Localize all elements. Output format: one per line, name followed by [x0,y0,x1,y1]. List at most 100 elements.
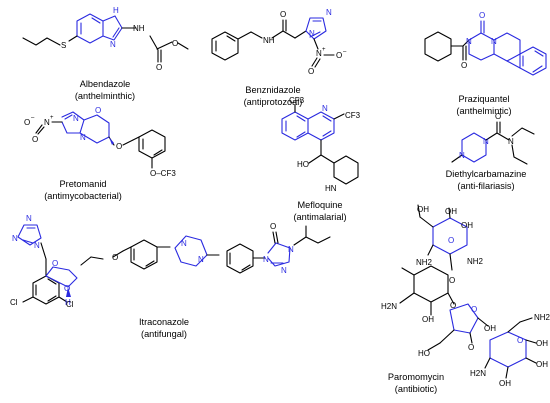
paromomycin-oh-7: OH [536,360,548,369]
praziquantel-carbonyl-o-atom: O [461,61,467,70]
pretomanid-nitro-plus: + [50,115,54,121]
pretomanid-nitro-o2-atom: O [32,135,38,144]
diethylcarbamazine-amide-n: N [508,137,514,146]
benznidazole-nitro-plus: + [322,47,326,53]
caption-mefloquine-name: Mefloquine [298,200,343,210]
benznidazole-nitro-o2-atom: O [308,67,314,76]
mefloquine-cf3-top: CF3 [289,96,305,105]
pretomanid-nitro-minus: – [31,115,35,121]
albendazole-carbonyl-o-atom: O [156,63,162,72]
caption-benznidazole-activity: (antiprotozoal) [244,97,303,107]
caption-diethylcarbamazine-name: Diethylcarbamazine [446,169,527,179]
pretomanid-stereo-wedge [109,137,114,145]
itraconazole-h-atom: H [65,298,71,307]
mefloquine-structure [281,104,359,185]
caption-paromomycin-name: Paromomycin [388,372,444,382]
benznidazole-nitro-minus: – [343,49,347,55]
diethylcarbamazine-structure [451,121,535,165]
caption-albendazole-activity: (anthelminthic) [75,91,135,101]
mefloquine-ho-group: HO [297,160,309,169]
praziquantel-n2-atom: N [491,37,497,46]
pretomanid-nitro-o-atom: O [24,118,30,127]
diethylcarbamazine-o-atom: O [495,112,501,121]
mefloquine-quinoline-n-atom: N [322,104,328,113]
caption-itraconazole-activity: (antifungal) [141,329,187,339]
paromomycin-oh-3: OH [461,221,473,230]
paromomycin-h2n-1: H2N [381,302,397,311]
paromomycin-nh2-1: NH2 [416,258,433,267]
benznidazole-o-atom: O [280,10,286,19]
itraconazole-dioxolane-o2: O [64,284,70,293]
caption-mefloquine-activity: (antimalarial) [293,212,346,222]
itraconazole-cl1: Cl [10,298,18,307]
albendazole-n-atom: N [110,40,116,49]
itraconazole-triazolone-n2: N [288,245,294,254]
paromomycin-oh-8: OH [499,379,511,388]
itraconazole-stereo-wedge [66,287,71,297]
caption-itraconazole-name: Itraconazole [139,317,189,327]
paromomycin-oh-4: OH [422,315,434,324]
itraconazole-structure [17,224,331,305]
caption-praziquantel-activity: (anthelmintic) [456,106,511,116]
benznidazole-ring-n2-atom: N [326,8,332,17]
itraconazole-piperazine-n1: N [181,239,187,248]
paromomycin-ring-o-2: O [471,305,477,314]
paromomycin-oh-2: OH [445,207,457,216]
paromomycin-oh-1: OH [417,205,429,214]
paromomycin-ho-1: HO [418,349,430,358]
benznidazole-ring-n1-atom: N [309,29,315,38]
albendazole-nh-atom: NH [133,24,145,33]
pretomanid-ether-o-atom: O [116,142,122,151]
albendazole-ester-o-atom: O [172,39,178,48]
pretomanid-ring-o-atom: O [95,106,101,115]
itraconazole-cl2: Cl [66,300,74,309]
caption-paromomycin-activity: (antibiotic) [395,384,437,394]
pretomanid-structure [35,111,166,169]
caption-diethylcarbamazine-activity: (anti-filariasis) [457,181,514,191]
paromomycin-ring-o-1: O [448,236,454,245]
praziquantel-ring-o-atom: O [479,11,485,20]
albendazole-h-atom: H [113,6,119,15]
albendazole-structure [22,13,189,63]
caption-pretomanid-activity: (antimycobacterial) [44,191,122,201]
paromomycin-ring-o-3: O [517,336,523,345]
benznidazole-nh-atom: NH [263,36,275,45]
pretomanid-nitro-n-atom: N [44,118,50,127]
paromomycin-glycosidic-o-3: O [468,343,474,352]
albendazole-s-atom: S [61,41,66,50]
itraconazole-triazole-n2: N [12,234,18,243]
praziquantel-n1-atom: N [466,37,472,46]
paromomycin-glycosidic-o-2: O [450,301,456,310]
paromomycin-oh-6: OH [536,339,548,348]
caption-benznidazole-name: Benznidazole [245,85,300,95]
itraconazole-triazolone-n1: N [263,255,269,264]
mefloquine-hn-group: HN [325,184,337,193]
paromomycin-glycosidic-o-1: O [449,276,455,285]
paromomycin-h2n-2: H2N [470,369,486,378]
mefloquine-cf3-side: CF3 [345,111,361,120]
praziquantel-structure [424,20,547,76]
diethylcarbamazine-piperazine-n2: N [459,151,465,160]
itraconazole-triazole-n3: N [34,241,40,250]
itraconazole-triazole-n1: N [26,214,32,223]
paromomycin-nh2-3: NH2 [534,313,550,322]
diethylcarbamazine-piperazine-n1: N [483,137,489,146]
itraconazole-piperazine-n2: N [198,255,204,264]
benznidazole-nitro-o1-atom: O [336,51,342,60]
itraconazole-triazolone-n3: N [281,266,287,275]
pretomanid-ocf3-group: O–CF3 [150,169,176,178]
paromomycin-nh2-2: NH2 [467,257,484,266]
caption-albendazole-name: Albendazole [80,79,131,89]
benznidazole-nitro-n-atom: N [316,49,322,58]
itraconazole-ether-o-atom: O [112,253,118,262]
paromomycin-oh-5: OH [484,324,496,333]
itraconazole-dioxolane-o1: O [52,259,58,268]
pretomanid-ring-n1-atom: N [73,114,79,123]
paromomycin-structure [399,204,537,379]
benznidazole-structure [211,17,335,68]
caption-pretomanid-name: Pretomanid [60,179,107,189]
itraconazole-triazolone-o: O [270,222,276,231]
pretomanid-ring-n2-atom: N [80,133,86,142]
caption-praziquantel-name: Praziquantel [458,94,509,104]
